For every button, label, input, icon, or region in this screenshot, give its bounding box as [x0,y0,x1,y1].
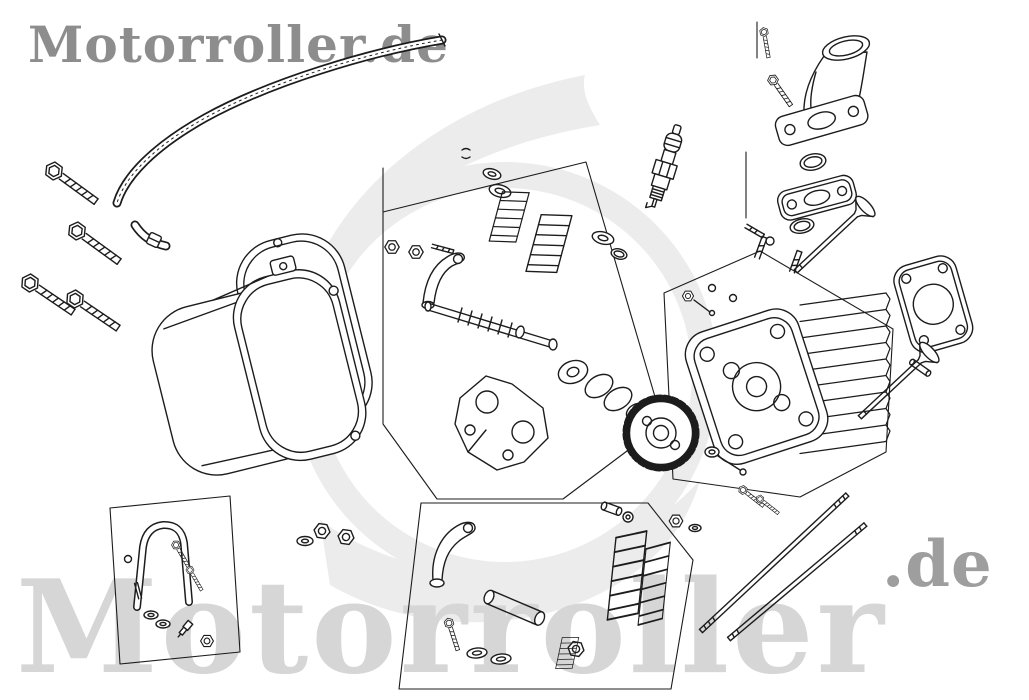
rocker-arm-lower [429,521,476,588]
watermark-de-text: .de [882,527,993,602]
valve-keepers [461,147,471,160]
head-studs [753,235,803,274]
intake-manifold [759,26,871,147]
rocker-arm-pin [483,589,546,626]
rocker-panel-nuts [384,240,455,259]
head-side-gasket [893,255,974,354]
spacer-bushing [600,501,702,533]
spring-retainers [482,167,512,199]
manifold-gasket [776,174,857,221]
valve-spring-outer [525,207,573,280]
cam-chain-tensioner [704,446,747,476]
lower-assembly-panel [398,502,694,690]
leader-lines [382,21,758,219]
intake-valve [793,195,876,274]
flange-nuts [296,522,356,547]
hose-clamp [145,231,163,249]
assembly-panels [109,161,894,690]
cooling-fins [799,292,891,455]
valve-cover [151,255,367,476]
cam-chain-sprocket [622,394,700,472]
valve-cover-bolts [17,158,125,336]
breather-hose [112,33,447,251]
small-parts-box [109,495,241,665]
camshaft-holder [454,375,549,471]
o-ring [610,248,628,260]
manifold-o-rings [789,153,827,234]
washers [466,647,512,665]
manifold-stud [744,223,766,239]
exhaust-valve [857,341,940,420]
rocker-shaft-with-spring [424,301,558,351]
rocker-arm-upper [421,252,465,310]
spring-seat-washers [591,230,615,246]
cylinder-studs [698,483,868,642]
tappet-adjuster [681,290,716,317]
small-parts-kit [123,520,214,648]
spark-plug [644,124,683,209]
diagram-lineart [17,21,974,690]
cylinder-head [684,235,891,465]
watermark-site-name: Motorroller.de [28,15,449,74]
rocker-assembly-panel [382,161,664,500]
